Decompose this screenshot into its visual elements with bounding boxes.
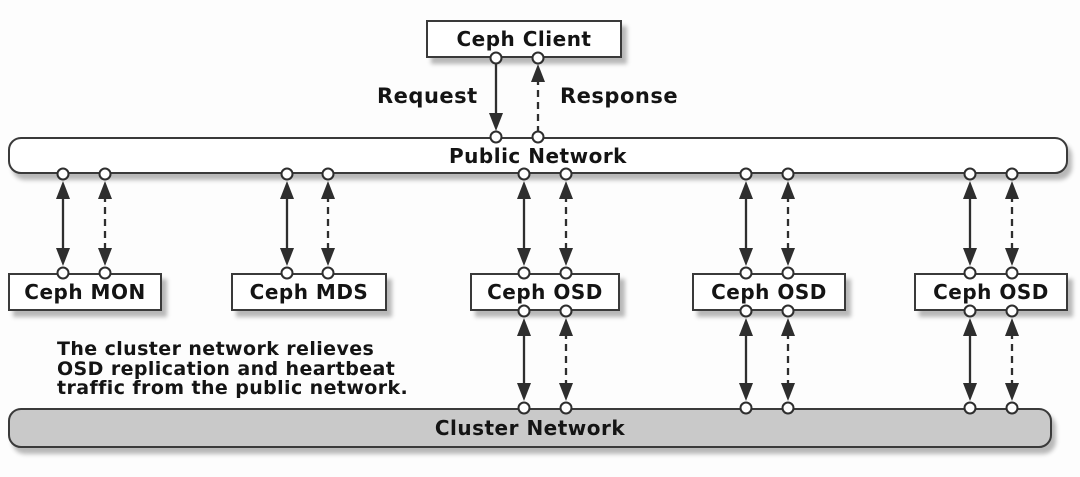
node-ceph-osd-1: Ceph OSD <box>470 273 620 311</box>
arrowhead-up-icon <box>963 181 977 199</box>
dashed-arrow <box>781 318 795 401</box>
arrowhead-down-icon <box>963 248 977 266</box>
arrowhead-up-icon <box>559 318 573 336</box>
node-ceph-client-label: Ceph Client <box>456 27 592 51</box>
network-cluster-label: Cluster Network <box>434 416 626 440</box>
node-ceph-mon-label: Ceph MON <box>24 280 146 304</box>
note-line-3: traffic from the public network. <box>57 377 409 399</box>
arrowhead-up-icon <box>739 318 753 336</box>
arrowhead-down-icon <box>280 248 294 266</box>
arrowhead-up-icon <box>98 181 112 199</box>
node-ceph-mon: Ceph MON <box>8 273 162 311</box>
arrowhead-down-icon <box>739 383 753 401</box>
arrowhead-down-icon <box>1005 383 1019 401</box>
arrowhead-down-icon <box>489 113 503 131</box>
arrowhead-up-icon <box>321 181 335 199</box>
node-ceph-osd-1-label: Ceph OSD <box>487 280 603 304</box>
arrowhead-down-icon <box>739 248 753 266</box>
arrowhead-up-icon <box>781 318 795 336</box>
request-label: Request <box>377 84 478 108</box>
arrowhead-up-icon <box>739 181 753 199</box>
cluster-network-note: The cluster network relieves OSD replica… <box>57 338 409 399</box>
arrowhead-up-icon <box>1005 181 1019 199</box>
arrowhead-down-icon <box>781 248 795 266</box>
arrowhead-up-icon <box>1005 318 1019 336</box>
node-ceph-osd-2: Ceph OSD <box>692 273 846 311</box>
dashed-arrow <box>321 181 335 266</box>
arrowhead-up-icon <box>517 181 531 199</box>
arrowhead-down-icon <box>559 383 573 401</box>
node-ceph-osd-3-label: Ceph OSD <box>933 280 1049 304</box>
solid-arrow <box>963 181 977 266</box>
arrowhead-up-icon <box>517 318 531 336</box>
node-ceph-client: Ceph Client <box>426 20 622 58</box>
node-ceph-mds: Ceph MDS <box>231 273 387 311</box>
node-ceph-osd-3: Ceph OSD <box>914 273 1068 311</box>
network-public-bar: Public Network <box>8 137 1068 174</box>
arrowhead-down-icon <box>781 383 795 401</box>
response-label: Response <box>560 84 679 108</box>
dashed-arrow <box>531 64 545 131</box>
arrowhead-down-icon <box>963 383 977 401</box>
arrowhead-down-icon <box>321 248 335 266</box>
solid-arrow <box>517 181 531 266</box>
arrowhead-up-icon <box>280 181 294 199</box>
solid-arrow <box>517 318 531 401</box>
dashed-arrow <box>559 181 573 266</box>
arrowhead-down-icon <box>1005 248 1019 266</box>
node-ceph-mds-label: Ceph MDS <box>249 280 369 304</box>
arrowhead-down-icon <box>559 248 573 266</box>
dashed-arrow <box>1005 318 1019 401</box>
solid-arrow <box>963 318 977 401</box>
solid-arrow <box>489 64 503 131</box>
arrowhead-down-icon <box>517 383 531 401</box>
dashed-arrow <box>1005 181 1019 266</box>
solid-arrow <box>739 181 753 266</box>
solid-arrow <box>280 181 294 266</box>
dashed-arrow <box>559 318 573 401</box>
arrowhead-down-icon <box>56 248 70 266</box>
note-line-2: OSD replication and heartbeat <box>57 357 396 380</box>
solid-arrow <box>56 181 70 266</box>
network-public-label: Public Network <box>449 143 627 168</box>
arrowhead-up-icon <box>781 181 795 199</box>
node-ceph-osd-2-label: Ceph OSD <box>711 280 827 304</box>
arrowhead-up-icon <box>963 318 977 336</box>
arrowhead-up-icon <box>559 181 573 199</box>
arrowhead-up-icon <box>531 64 545 82</box>
arrowhead-up-icon <box>56 181 70 199</box>
arrowhead-down-icon <box>98 248 112 266</box>
arrowhead-down-icon <box>517 248 531 266</box>
network-cluster-bar: Cluster Network <box>8 408 1052 448</box>
dashed-arrow <box>98 181 112 266</box>
note-line-1: The cluster network relieves <box>57 338 375 360</box>
dashed-arrow <box>781 181 795 266</box>
solid-arrow <box>739 318 753 401</box>
